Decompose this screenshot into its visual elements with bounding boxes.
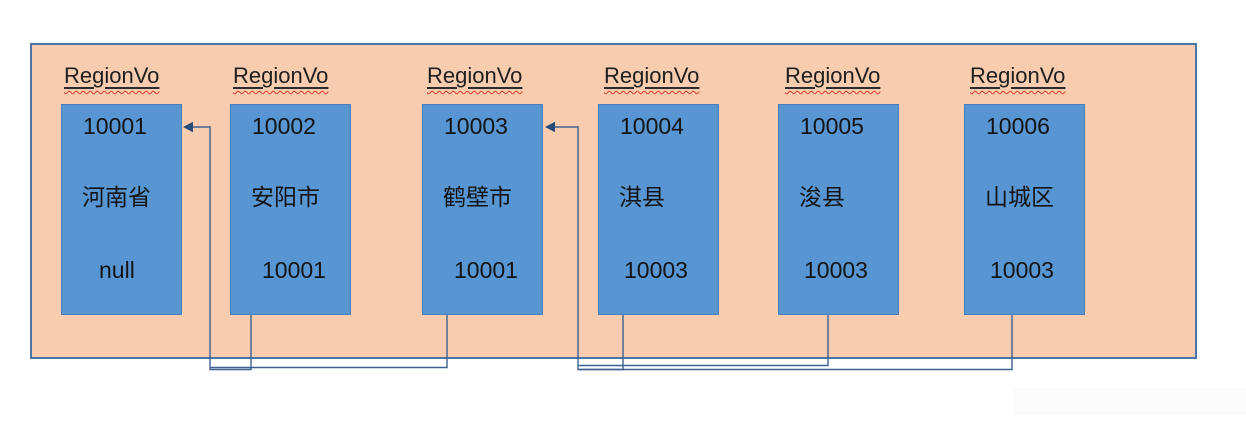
node-class-label: RegionVo <box>785 63 880 89</box>
region-name: 安阳市 <box>251 184 320 210</box>
spellcheck-squiggle: RegionVo <box>970 63 1066 88</box>
node-class-label: RegionVo <box>427 63 522 89</box>
spellcheck-squiggle: RegionVo <box>604 63 700 88</box>
watermark <box>1013 388 1246 415</box>
region-node-10002: 10002 安阳市 10001 <box>230 104 351 315</box>
spellcheck-squiggle: RegionVo <box>427 63 523 88</box>
region-parent-id: 10001 <box>262 257 326 283</box>
region-parent-id: null <box>99 257 135 283</box>
node-class-label: RegionVo <box>233 63 328 89</box>
region-parent-id: 10003 <box>804 257 868 283</box>
region-name: 鹤壁市 <box>443 184 512 210</box>
region-id: 10003 <box>444 113 508 139</box>
region-parent-id: 10001 <box>454 257 518 283</box>
region-node-10003: 10003 鹤壁市 10001 <box>422 104 543 315</box>
region-name: 河南省 <box>82 184 151 210</box>
region-name: 浚县 <box>799 184 845 210</box>
region-node-10005: 10005 浚县 10003 <box>778 104 899 315</box>
spellcheck-squiggle: RegionVo <box>233 63 329 88</box>
region-id: 10002 <box>252 113 316 139</box>
region-name: 淇县 <box>619 184 665 210</box>
node-class-label: RegionVo <box>64 63 159 89</box>
region-name: 山城区 <box>985 184 1054 210</box>
spellcheck-squiggle: RegionVo <box>785 63 881 88</box>
region-id: 10006 <box>986 113 1050 139</box>
node-class-label: RegionVo <box>970 63 1065 89</box>
region-node-10006: 10006 山城区 10003 <box>964 104 1085 315</box>
region-node-10001: 10001 河南省 null <box>61 104 182 315</box>
region-id: 10001 <box>83 113 147 139</box>
node-class-label: RegionVo <box>604 63 699 89</box>
spellcheck-squiggle: RegionVo <box>64 63 160 88</box>
region-id: 10004 <box>620 113 684 139</box>
region-parent-id: 10003 <box>624 257 688 283</box>
region-id: 10005 <box>800 113 864 139</box>
region-node-10004: 10004 淇县 10003 <box>598 104 719 315</box>
region-parent-id: 10003 <box>990 257 1054 283</box>
